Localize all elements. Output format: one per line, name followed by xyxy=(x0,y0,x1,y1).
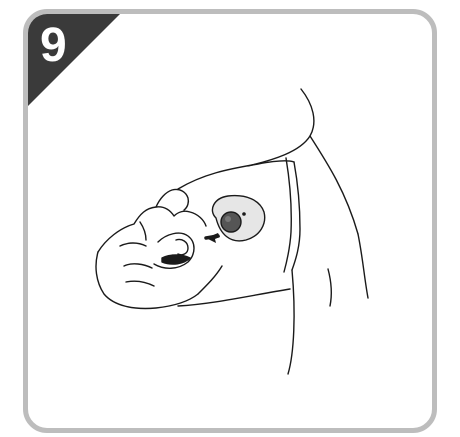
torso-outline xyxy=(310,136,358,234)
finger-crease-2 xyxy=(124,264,152,268)
upper-arm-top xyxy=(178,161,294,189)
injector-indicator-dot xyxy=(242,212,246,216)
back-arm-line xyxy=(288,270,294,374)
injection-illustration xyxy=(28,14,432,428)
arrow-shaft xyxy=(206,236,218,238)
instruction-panel: 9 xyxy=(23,9,437,433)
arm-lower-contour xyxy=(358,234,368,298)
hand-outline xyxy=(98,207,206,252)
wrist-line xyxy=(198,266,222,294)
sleeve-edge xyxy=(292,162,300,270)
sleeve-edge-inner xyxy=(284,158,291,272)
finger-crease-1 xyxy=(120,243,146,246)
thumb-tip-dark xyxy=(162,255,190,264)
injector-button xyxy=(221,212,241,232)
thumb-nail xyxy=(176,239,188,254)
finger-crease-3 xyxy=(126,281,154,286)
arm-crease xyxy=(328,269,331,306)
knuckle-line xyxy=(140,222,146,240)
shoulder-outline xyxy=(248,89,314,166)
forearm-bottom xyxy=(178,289,290,306)
injector-button-highlight xyxy=(225,216,231,222)
